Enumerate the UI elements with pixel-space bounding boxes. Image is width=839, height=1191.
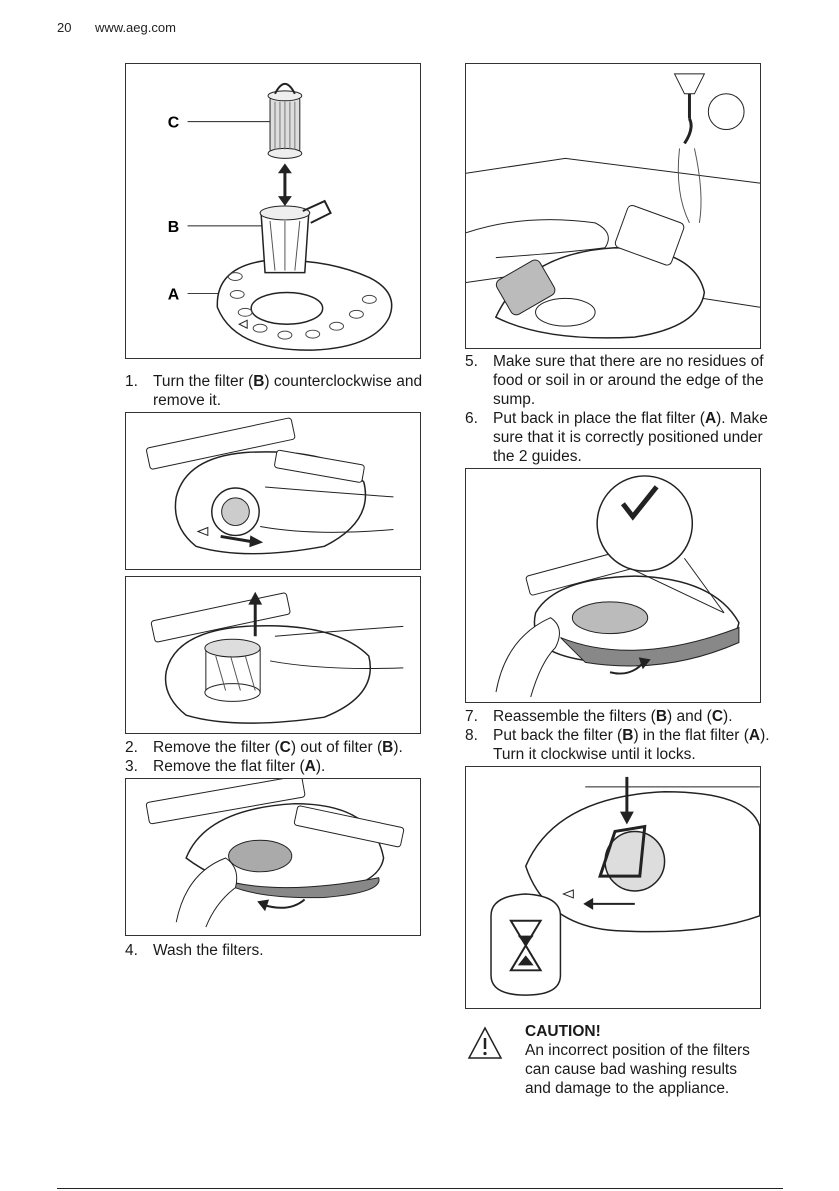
label-b: B	[168, 219, 179, 236]
footer-divider	[57, 1188, 783, 1189]
steps-list-2: 2.Remove the filter (C) out of filter (B…	[125, 738, 435, 776]
caution-title: CAUTION!	[525, 1023, 601, 1040]
step-6: 6.Put back in place the flat filter (A).…	[465, 410, 768, 465]
figure-wash-filters	[465, 63, 761, 349]
steps-list-1: 1.Turn the filter (B) counterclockwise a…	[125, 372, 425, 410]
step-3: 3.Remove the flat filter (A).	[125, 758, 326, 775]
step-8: 8.Put back the filter (B) in the flat fi…	[465, 727, 770, 763]
steps-list-3: 4.Wash the filters.	[125, 941, 425, 960]
figure-turn-filter	[125, 412, 421, 570]
figure-place-flat-filter	[465, 468, 761, 703]
website-url: www.aeg.com	[95, 20, 176, 35]
caution-body: An incorrect position of the filters can…	[525, 1042, 750, 1097]
steps-list-4: 5.Make sure that there are no residues o…	[465, 352, 777, 466]
label-a: A	[168, 286, 180, 303]
figure-lock-filter	[465, 766, 761, 1009]
steps-list-5: 7.Reassemble the filters (B) and (C). 8.…	[465, 707, 777, 764]
step-1: 1.Turn the filter (B) counterclockwise a…	[125, 373, 423, 409]
warning-icon	[467, 1026, 503, 1059]
label-c: C	[168, 115, 180, 132]
page-header: 20 www.aeg.com	[57, 20, 176, 35]
figure-remove-filter-c	[125, 576, 421, 734]
caution-text: CAUTION! An incorrect position of the fi…	[525, 1022, 765, 1098]
figure-filter-parts: C B A	[125, 63, 421, 359]
figure-remove-flat-filter	[125, 778, 421, 936]
step-4: 4.Wash the filters.	[125, 942, 264, 959]
step-2: 2.Remove the filter (C) out of filter (B…	[125, 739, 403, 756]
step-5: 5.Make sure that there are no residues o…	[465, 353, 764, 408]
page-number: 20	[57, 20, 72, 35]
step-7: 7.Reassemble the filters (B) and (C).	[465, 708, 733, 725]
